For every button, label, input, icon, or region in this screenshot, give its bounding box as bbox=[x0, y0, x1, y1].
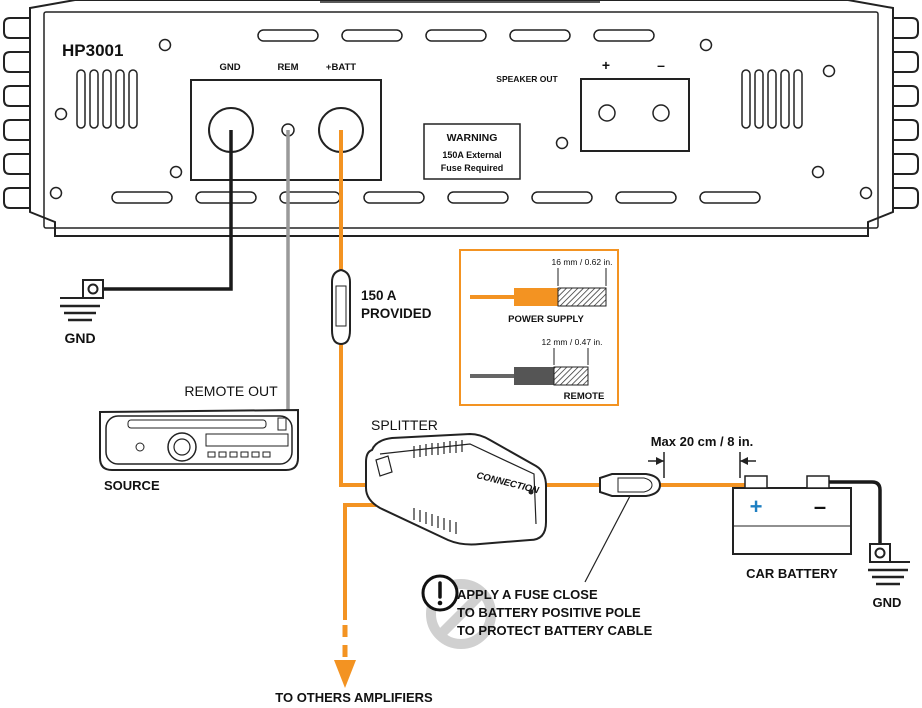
splitter-label: SPLITTER bbox=[371, 417, 438, 433]
ground-wire bbox=[96, 130, 233, 291]
arrow-to-others bbox=[334, 660, 356, 688]
warning-label: WARNING 150A External Fuse Required bbox=[423, 123, 521, 180]
battery-plus-sign: + bbox=[750, 494, 763, 519]
svg-text:Fuse Required: Fuse Required bbox=[441, 163, 504, 173]
car-battery bbox=[732, 475, 852, 555]
fuse-note-line2: TO BATTERY POSITIVE POLE bbox=[457, 605, 641, 620]
fuse-note-line3: TO PROTECT BATTERY CABLE bbox=[457, 623, 653, 638]
speaker-plus-terminal bbox=[598, 104, 616, 122]
caution-icon bbox=[421, 574, 496, 649]
speaker-minus: – bbox=[657, 57, 665, 73]
fuse-150a bbox=[331, 268, 351, 346]
wire-legend: 16 mm / 0.62 in. POWER SUPPLY 12 mm / 0.… bbox=[459, 249, 619, 406]
source-head-unit bbox=[99, 408, 299, 471]
splitter-block: CONNECTION bbox=[365, 432, 547, 546]
amplifier: HP3001 GND REM +BATT WARNING 150A Extern… bbox=[3, 0, 919, 237]
amp-ground-label: GND bbox=[64, 330, 95, 346]
battery-ground-label: GND bbox=[873, 595, 902, 610]
power-strip-length: 16 mm / 0.62 in. bbox=[552, 257, 613, 267]
remote-out-label: REMOTE OUT bbox=[184, 383, 278, 399]
power-supply-label: POWER SUPPLY bbox=[508, 314, 584, 325]
model-label: HP3001 bbox=[62, 41, 123, 60]
speaker-out-label: SPEAKER OUT bbox=[496, 74, 558, 84]
max-length-label: Max 20 cm / 8 in. bbox=[651, 434, 754, 449]
battery-minus-sign: – bbox=[814, 494, 826, 519]
max-length-dimension bbox=[648, 452, 756, 478]
fuse-provided: PROVIDED bbox=[361, 306, 432, 321]
speaker-minus-terminal bbox=[652, 104, 670, 122]
battery-fuse bbox=[584, 473, 662, 583]
battery-ground-symbol bbox=[868, 543, 910, 586]
speaker-plus: + bbox=[602, 57, 610, 73]
remote-strip-length: 12 mm / 0.47 in. bbox=[542, 337, 603, 347]
left-heat-fins bbox=[3, 17, 45, 209]
fuse-note-line1: APPLY A FUSE CLOSE bbox=[457, 587, 598, 602]
source-label: SOURCE bbox=[104, 478, 160, 493]
batt-terminal-label: +BATT bbox=[326, 62, 356, 73]
fuse-amperage: 150 A bbox=[361, 288, 397, 303]
screws bbox=[49, 38, 873, 200]
others-amplifiers-label: TO OTHERS AMPLIFIERS bbox=[275, 690, 433, 705]
svg-text:WARNING: WARNING bbox=[447, 132, 498, 144]
amp-ground-symbol bbox=[60, 279, 104, 322]
power-wires bbox=[339, 130, 752, 620]
svg-text:150A External: 150A External bbox=[442, 150, 501, 160]
car-battery-label: CAR BATTERY bbox=[746, 566, 838, 581]
battery-ground-wire bbox=[829, 480, 882, 552]
remote-wire-label: REMOTE bbox=[564, 391, 605, 402]
rem-terminal-label: REM bbox=[277, 62, 298, 73]
gnd-terminal-label: GND bbox=[219, 62, 240, 73]
speaker-terminal-block bbox=[580, 78, 690, 152]
